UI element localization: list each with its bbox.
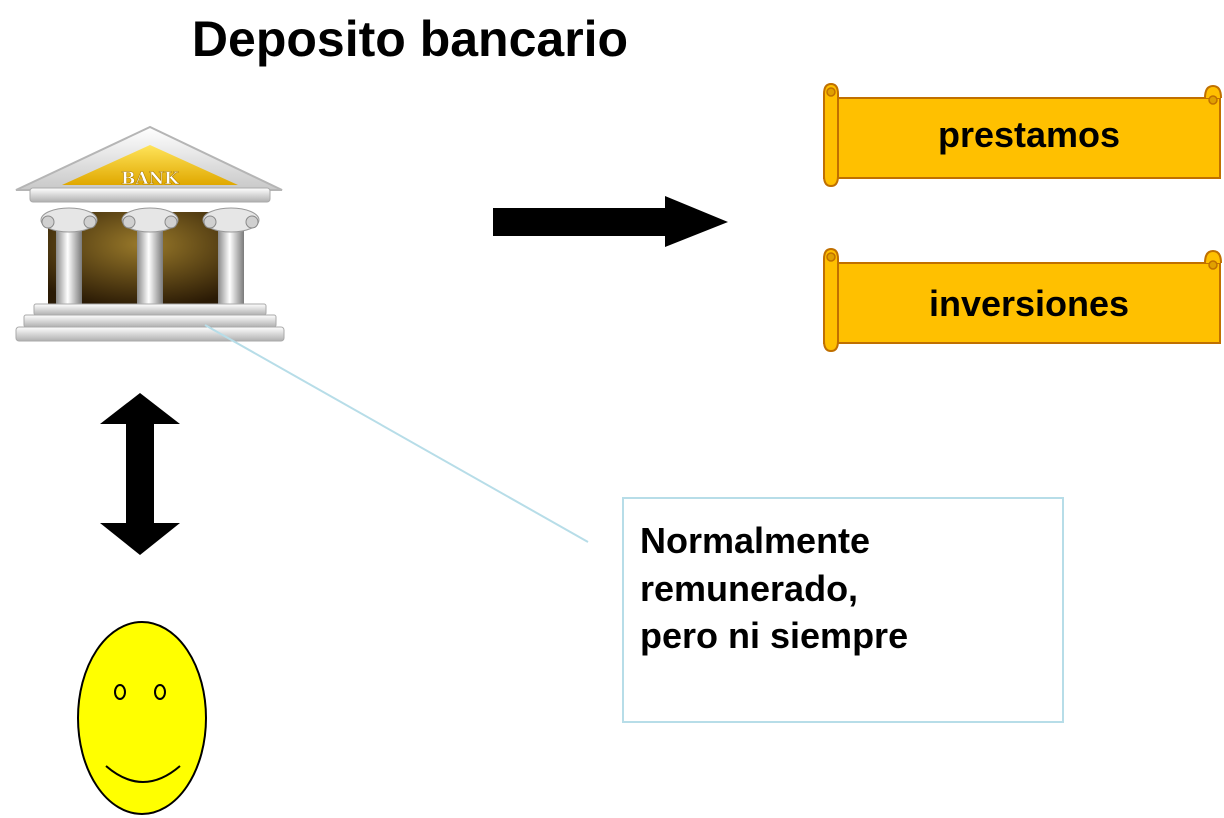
scroll-label-prestamos: prestamos [937,114,1121,155]
bank-icon: BANK [15,125,285,342]
bank-columns [40,207,260,304]
diagram-title: Deposito bancario [191,11,629,67]
double-arrow-icon [100,393,180,555]
callout-line-1: Normalmente [640,520,871,561]
bank-pediment [62,145,238,185]
bank-cornice [29,187,271,203]
callout-line-3: pero ni siempre [640,615,909,657]
callout-text: Normalmente remunerado, pero ni siempre [640,517,908,660]
scroll-prestamos [823,82,1222,188]
smiley-icon [77,621,207,815]
scroll-label-inversiones: inversiones [928,283,1130,324]
right-arrow-icon [493,196,728,247]
callout-line [204,324,589,543]
scroll-inversiones [823,247,1222,353]
callout-line-2: remunerado, [640,567,859,609]
callout-box: Normalmente remunerado, pero ni siempre [622,497,1064,723]
bank-sign: BANK [121,169,180,189]
bank-steps [15,303,285,342]
